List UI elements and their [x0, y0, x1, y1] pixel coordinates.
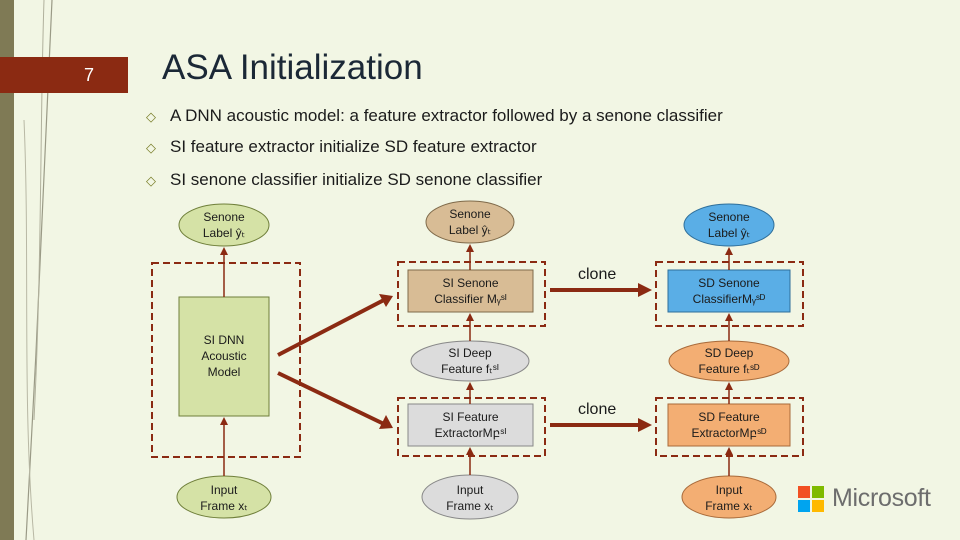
diamond-bullet-icon: ◇: [146, 173, 156, 188]
sd-senone-classifier-box: [667, 269, 791, 313]
microsoft-logo-text: Microsoft: [832, 484, 931, 512]
clone-label-top: clone: [578, 266, 617, 283]
slide-title: ASA Initialization: [162, 48, 423, 87]
mid-senone-ellipse: [425, 200, 515, 244]
left-edge-bar: [0, 0, 14, 540]
diamond-bullet-icon: ◇: [146, 109, 156, 124]
left-senone-ellipse: [178, 203, 270, 247]
right-classifier-frame: [655, 261, 804, 327]
bullet-3: ◇SI senone classifier initialize SD seno…: [146, 170, 543, 189]
si-senone-classifier-box: [407, 269, 534, 313]
clone-arrow-bottom-head: [638, 418, 652, 432]
bullet-2: ◇SI feature extractor initialize SD feat…: [146, 137, 537, 156]
decor-stroke: [23, 119, 35, 540]
mid-extractor-frame: [397, 397, 546, 457]
slide-number: 7: [84, 65, 95, 85]
microsoft-logo-icon: [798, 486, 824, 512]
bullet-1: ◇A DNN acoustic model: a feature extract…: [146, 106, 723, 125]
right-senone-ellipse: [683, 203, 775, 247]
diamond-bullet-icon: ◇: [146, 140, 156, 155]
connector-upper-line: [277, 298, 385, 357]
connector-lower-line: [277, 371, 385, 426]
clone-arrow-top-head: [638, 283, 652, 297]
decor-stroke: [33, 0, 45, 421]
left-dashed-frame: [151, 262, 301, 458]
slide-number-tab: 7: [0, 57, 128, 93]
connector-upper-head: [379, 294, 393, 307]
sd-feature-extractor-box: [667, 403, 791, 447]
si-feature-extractor-box: [407, 403, 534, 447]
mid-classifier-frame: [397, 261, 546, 327]
clone-label-bottom: clone: [578, 401, 617, 418]
si-dnn-box: [178, 296, 270, 417]
connector-lower-head: [379, 415, 393, 429]
